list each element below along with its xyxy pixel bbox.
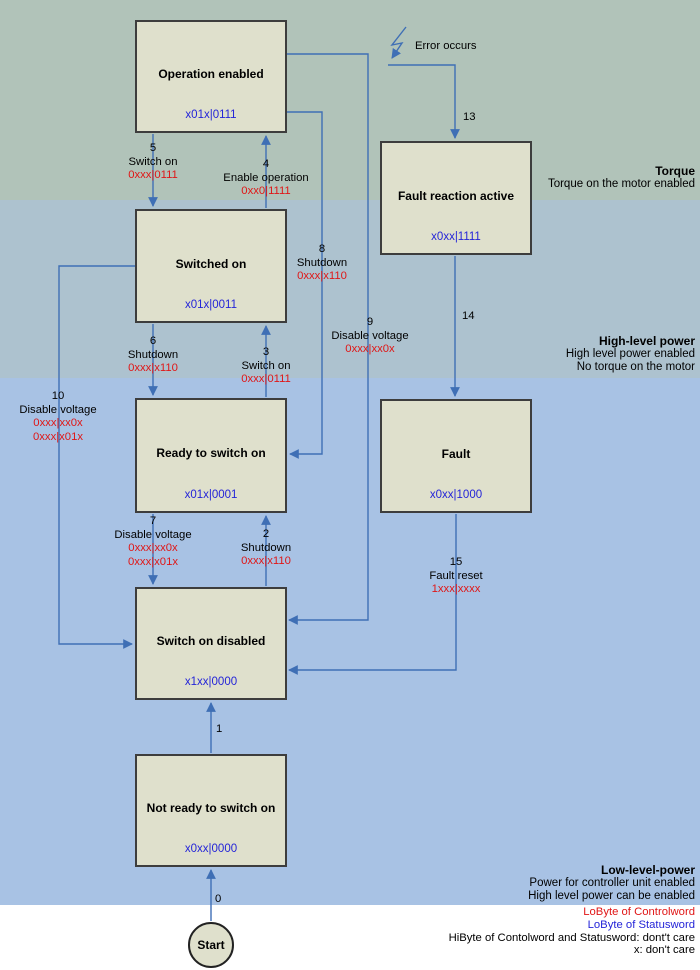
state-title: Not ready to switch on <box>146 801 276 816</box>
controlword-code: 0xxx|xx0x <box>33 417 83 430</box>
controlword-code: 0xxx|x110 <box>128 362 178 375</box>
state-title: Switch on disabled <box>156 634 266 649</box>
transition-action: Shutdown <box>296 256 348 269</box>
controlword-code: 0xxx|x01x <box>127 555 179 568</box>
transition-15-arrow <box>288 514 457 675</box>
transition-6-label: 6 Shutdown 0xxx|x110 <box>128 335 178 376</box>
band-caption-torque: Torque Torque on the motor enabled <box>548 165 695 191</box>
transition-action: Disable voltage <box>19 403 97 416</box>
state-title: Fault <box>441 446 471 461</box>
controlword-code: 0xxx|x110 <box>297 270 347 283</box>
band-high-level-power <box>0 200 700 378</box>
lightning-icon <box>390 26 407 59</box>
statusword-code: x01x|0001 <box>184 489 238 501</box>
controlword-code: 0xxx|0111 <box>241 373 291 386</box>
controlword-code: 0xxx|xx0x <box>345 343 395 356</box>
state-title: Switched on <box>175 256 247 271</box>
transition-0-label: 0 <box>215 893 222 905</box>
controlword-code: 0xx0|1111 <box>241 185 291 198</box>
transition-9-arrow <box>287 53 369 625</box>
transition-number: 4 <box>262 158 270 170</box>
error-occurs-label: Error occurs <box>415 40 477 52</box>
transition-action: Disable voltage <box>331 329 409 342</box>
transition-7-label: 7 Disable voltage 0xxx|xx0x 0xxx|x01x <box>114 515 191 569</box>
transition-number: 15 <box>449 556 463 568</box>
band-title: High-level power <box>598 334 695 348</box>
transition-action: Disable voltage <box>114 528 192 541</box>
legend-statusword: LoByte of Statusword <box>587 918 695 931</box>
transition-number: 5 <box>149 142 157 154</box>
band-torque <box>0 0 700 200</box>
state-switch-on-disabled: Switch on disabled x1xx|0000 <box>135 587 287 700</box>
controlword-code: 0xxx|xx0x <box>128 542 178 555</box>
transition-4-label: 4 Enable operation 0xx0|1111 <box>223 158 308 199</box>
statusword-code: x0xx|1111 <box>431 231 481 243</box>
transition-1-label: 1 <box>216 723 223 735</box>
state-fault-reaction-active: Fault reaction active x0xx|1111 <box>380 141 532 255</box>
transition-number: 8 <box>318 243 326 255</box>
legend-dont-care: x: don't care <box>633 944 695 957</box>
transition-action: Enable operation <box>223 171 309 184</box>
transition-action: Shutdown <box>240 541 292 554</box>
band-line: Power for controller unit enabled <box>529 877 695 889</box>
band-title: Low-level-power <box>600 863 695 877</box>
transition-15-label: 15 Fault reset 1xxx|xxxx <box>429 556 482 597</box>
band-line: High level power can be enabled <box>528 890 695 902</box>
transition-number: 3 <box>262 346 270 358</box>
band-title: Torque <box>655 164 695 178</box>
transition-2-label: 2 Shutdown 0xxx|x110 <box>241 528 291 569</box>
controlword-code: 0xxx|x110 <box>241 555 291 568</box>
transition-3-label: 3 Switch on 0xxx|0111 <box>241 346 291 387</box>
state-title: Operation enabled <box>158 67 264 82</box>
transition-action: Switch on <box>241 359 291 372</box>
transition-10-label: 10 Disable voltage 0xxx|xx0x 0xxx|x01x <box>19 390 96 444</box>
controlword-code: 0xxx|x01x <box>32 430 84 443</box>
statusword-code: x01x|0011 <box>184 299 237 311</box>
transition-action: Fault reset <box>429 569 483 582</box>
state-not-ready-to-switch-on: Not ready to switch on x0xx|0000 <box>135 754 287 867</box>
band-caption-low-level-power: Low-level-power Power for controller uni… <box>528 864 695 903</box>
transition-13-arrow <box>388 64 460 139</box>
transition-number: 2 <box>262 528 270 540</box>
band-line: Torque on the motor enabled <box>547 178 695 190</box>
controlword-code: 1xxx|xxxx <box>431 583 481 596</box>
band-line: High level power enabled <box>565 348 695 360</box>
state-ready-to-switch-on: Ready to switch on x01x|0001 <box>135 398 287 513</box>
state-operation-enabled: Operation enabled x01x|0111 <box>135 20 287 133</box>
statusword-code: x1xx|0000 <box>184 676 238 688</box>
transition-10-arrow <box>58 265 135 649</box>
state-switched-on: Switched on x01x|0011 <box>135 209 287 323</box>
transition-number: 6 <box>149 335 157 347</box>
state-title: Ready to switch on <box>156 446 266 461</box>
transition-number: 10 <box>51 390 65 402</box>
statusword-code: x01x|0111 <box>185 109 237 121</box>
legend-hibyte: HiByte of Contolword and Statusword: don… <box>448 931 695 944</box>
state-fault: Fault x0xx|1000 <box>380 399 532 513</box>
band-line: No torque on the motor <box>576 361 695 373</box>
statusword-code: x0xx|0000 <box>184 843 238 855</box>
band-caption-high-level-power: High-level power High level power enable… <box>566 335 695 374</box>
legend: LoByte of Controlword LoByte of Statuswo… <box>449 906 695 957</box>
transition-13-label: 13 <box>463 111 476 123</box>
start-label: Start <box>197 938 225 952</box>
transition-5-label: 5 Switch on 0xxx|0111 <box>128 142 178 183</box>
transition-9-label: 9 Disable voltage 0xxx|xx0x <box>331 316 408 357</box>
start-node: Start <box>188 922 234 968</box>
state-title: Fault reaction active <box>397 188 515 203</box>
transition-action: Switch on <box>128 155 178 168</box>
transition-number: 7 <box>149 515 157 527</box>
transition-number: 9 <box>366 316 374 328</box>
transition-14-label: 14 <box>462 310 475 322</box>
transition-8-label: 8 Shutdown 0xxx|x110 <box>297 243 347 284</box>
controlword-code: 0xxx|0111 <box>128 169 178 182</box>
transition-8-arrow <box>287 111 323 459</box>
transition-action: Shutdown <box>127 348 179 361</box>
band-low-level-power <box>0 378 700 905</box>
statusword-code: x0xx|1000 <box>429 489 483 501</box>
legend-controlword: LoByte of Controlword <box>583 906 695 918</box>
